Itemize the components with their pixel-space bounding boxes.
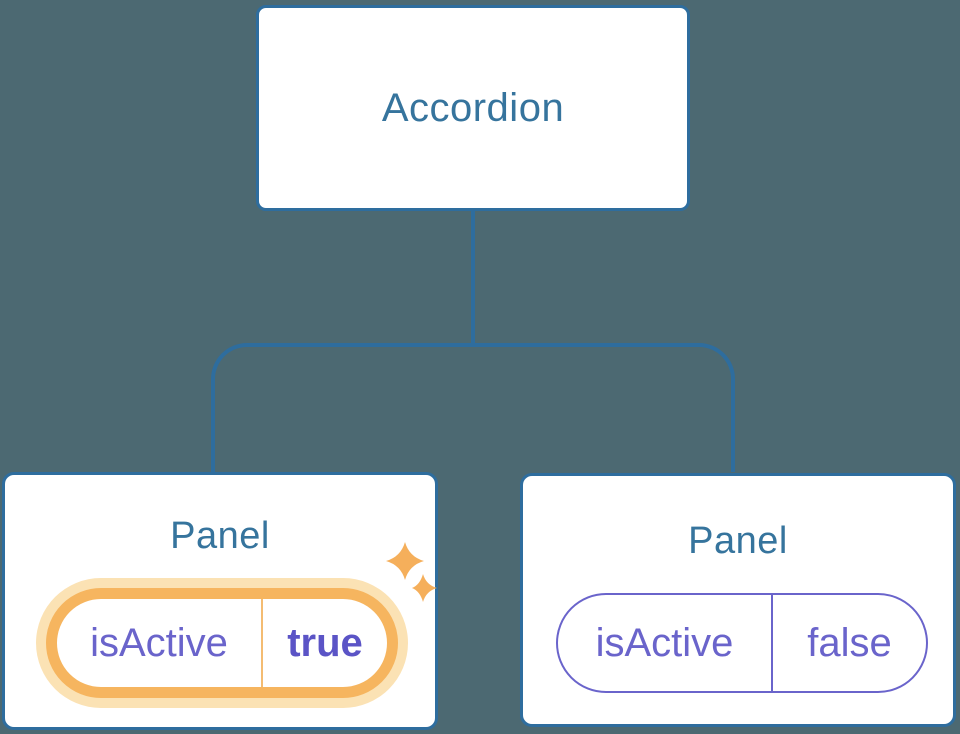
state-value-label: false [807, 620, 892, 665]
panel-node-inactive: Panel isActive false [520, 473, 956, 727]
state-pill-active: isActive true [46, 588, 398, 698]
pill-divider [771, 595, 773, 691]
panel-label: Panel [688, 520, 788, 562]
panel-node-active: Panel isActive true [2, 472, 438, 730]
connector-stem [471, 209, 475, 347]
state-value-label: true [287, 620, 363, 665]
state-pill-inactive: isActive false [556, 593, 928, 693]
state-key-label: isActive [90, 620, 228, 665]
pill-divider [261, 599, 263, 687]
sparkles-icon [386, 542, 437, 602]
state-key-label: isActive [595, 620, 734, 665]
panel-label: Panel [170, 515, 270, 557]
accordion-label: Accordion [381, 85, 565, 130]
accordion-node: Accordion [256, 5, 690, 211]
connector-bracket [211, 343, 735, 472]
